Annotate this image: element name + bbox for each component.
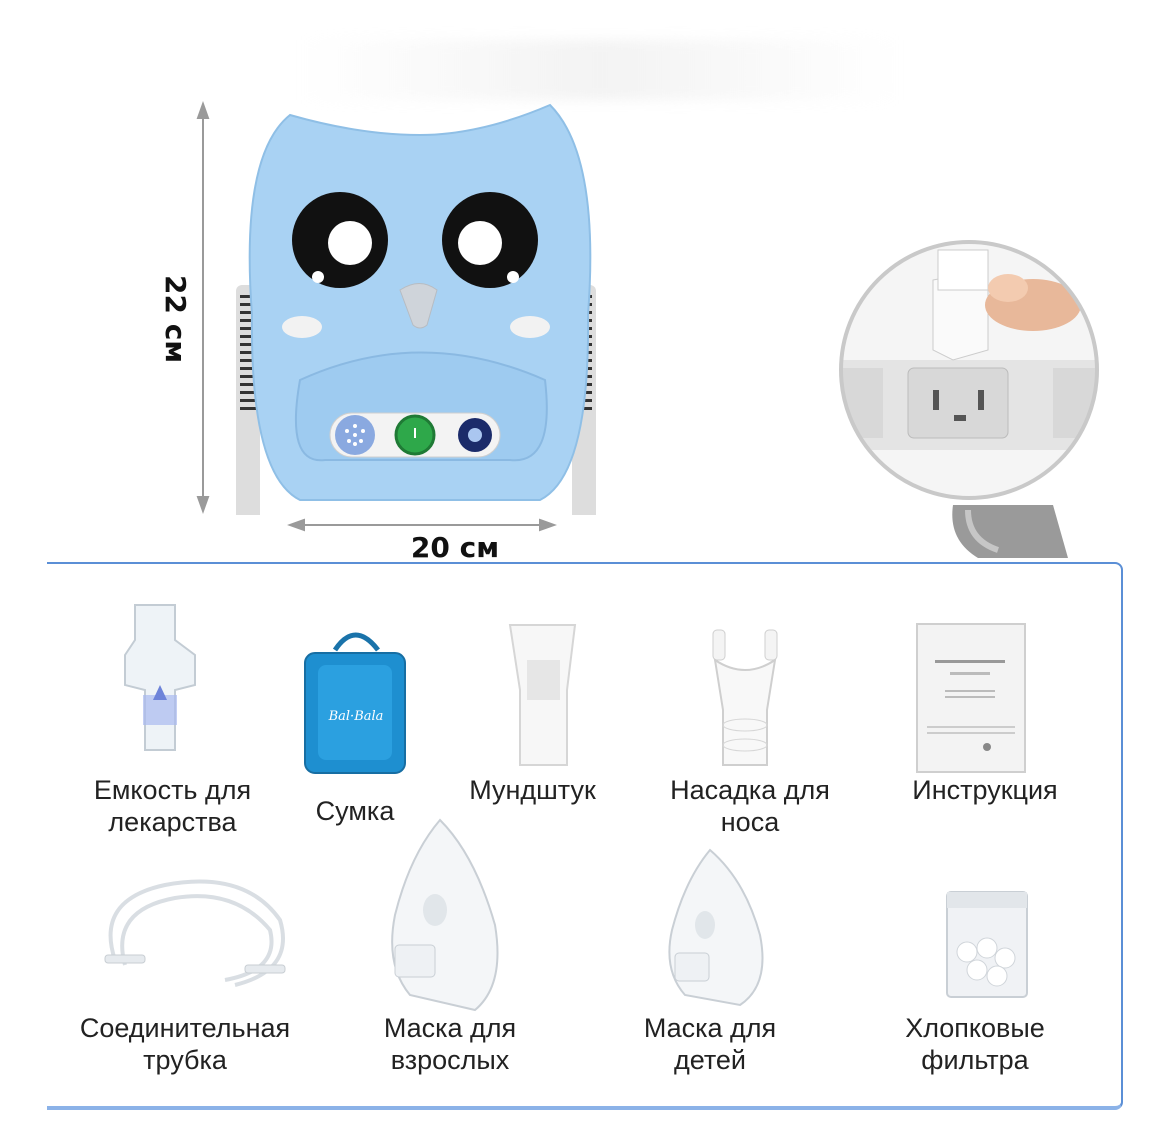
kit-item-label: Инструкция <box>912 775 1058 805</box>
kit-item-label: Маска для взрослых <box>383 1013 517 1075</box>
svg-text:Bal·Bala: Bal·Bala <box>328 709 384 724</box>
kit-item-label: Насадка для носа <box>670 775 830 837</box>
kit-item-label: Мундштук <box>469 775 596 805</box>
width-label: 20 см <box>410 531 500 564</box>
kit-item-label: Маска для детей <box>643 1013 777 1075</box>
kit-contents-panel <box>47 562 1123 1110</box>
kit-item-label: Соединительная трубка <box>79 1013 291 1075</box>
kit-item-label: Хлопковые фильтра <box>905 1013 1045 1075</box>
tube-icon <box>104 879 286 987</box>
child-mask-icon <box>668 848 764 1007</box>
faded-banner <box>300 40 900 100</box>
medicine-cup-icon <box>124 604 196 751</box>
cotton-filters-icon <box>946 891 1028 998</box>
owl-nebulizer-device <box>236 103 596 515</box>
mouthpiece-icon <box>508 624 577 766</box>
kit-item-label: Сумка <box>315 796 395 826</box>
height-label: 22 см <box>159 275 192 364</box>
bag-icon: Bal·Bala <box>304 632 406 774</box>
adult-mask-icon <box>391 818 499 1012</box>
kit-item-label: Емкость для лекарства <box>93 775 252 837</box>
manual-icon <box>916 623 1026 773</box>
plug-socket-detail <box>839 240 1099 558</box>
nose-piece-icon <box>712 629 778 766</box>
